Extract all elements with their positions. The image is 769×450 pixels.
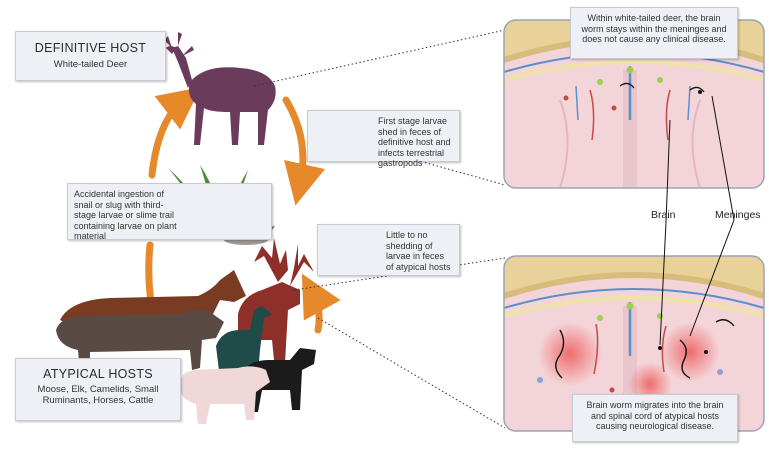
accidental-ingestion-text: Accidental ingestion of snail or slug wi…	[74, 189, 177, 241]
first-stage-larvae-text: First stage larvae shed in feces of defi…	[378, 116, 451, 168]
lifecycle-arrows	[129, 87, 341, 346]
little-shedding-text: Little to no shedding of larvae in feces…	[386, 230, 451, 272]
atypical-brain-note-box: Brain worm migrates into the brain and s…	[572, 394, 738, 442]
arrow-ingestion-to-deer	[148, 87, 201, 179]
elk-icon	[238, 238, 314, 380]
goat-icon	[242, 348, 316, 412]
accidental-ingestion-box: Accidental ingestion of snail or slug wi…	[67, 183, 272, 241]
connector-lines	[253, 29, 506, 429]
cattle-icon	[56, 309, 224, 374]
sheep-icon	[179, 366, 270, 424]
atypical-hosts-title: ATYPICAL HOSTS	[43, 367, 153, 381]
arrow-atypical-to-shedding	[301, 273, 341, 334]
atypical-hosts-box: ATYPICAL HOSTS Moose, Elk, Camelids, Sma…	[15, 358, 181, 421]
atypical-hosts-group	[56, 238, 316, 424]
little-shedding-box: Little to no shedding of larvae in feces…	[317, 224, 460, 276]
arrow-deer-to-feces	[282, 96, 326, 206]
white-tailed-deer-icon	[164, 32, 276, 145]
brain-label: Brain	[651, 209, 676, 221]
deer-brain-note-box: Within white-tailed deer, the brain worm…	[570, 7, 738, 59]
definitive-host-subtitle: White-tailed Deer	[53, 59, 128, 70]
atypical-hosts-subtitle: Moose, Elk, Camelids, Small Ruminants, H…	[37, 384, 159, 406]
definitive-host-box: DEFINITIVE HOST White-tailed Deer	[15, 31, 166, 81]
atypical-brain-note-text: Brain worm migrates into the brain and s…	[586, 400, 724, 431]
meninges-label: Meninges	[715, 209, 761, 221]
deer-brain-note-text: Within white-tailed deer, the brain worm…	[581, 13, 727, 44]
label-leader-lines	[659, 95, 735, 346]
definitive-host-title: DEFINITIVE HOST	[34, 41, 147, 55]
first-stage-larvae-box: First stage larvae shed in feces of defi…	[307, 110, 460, 168]
